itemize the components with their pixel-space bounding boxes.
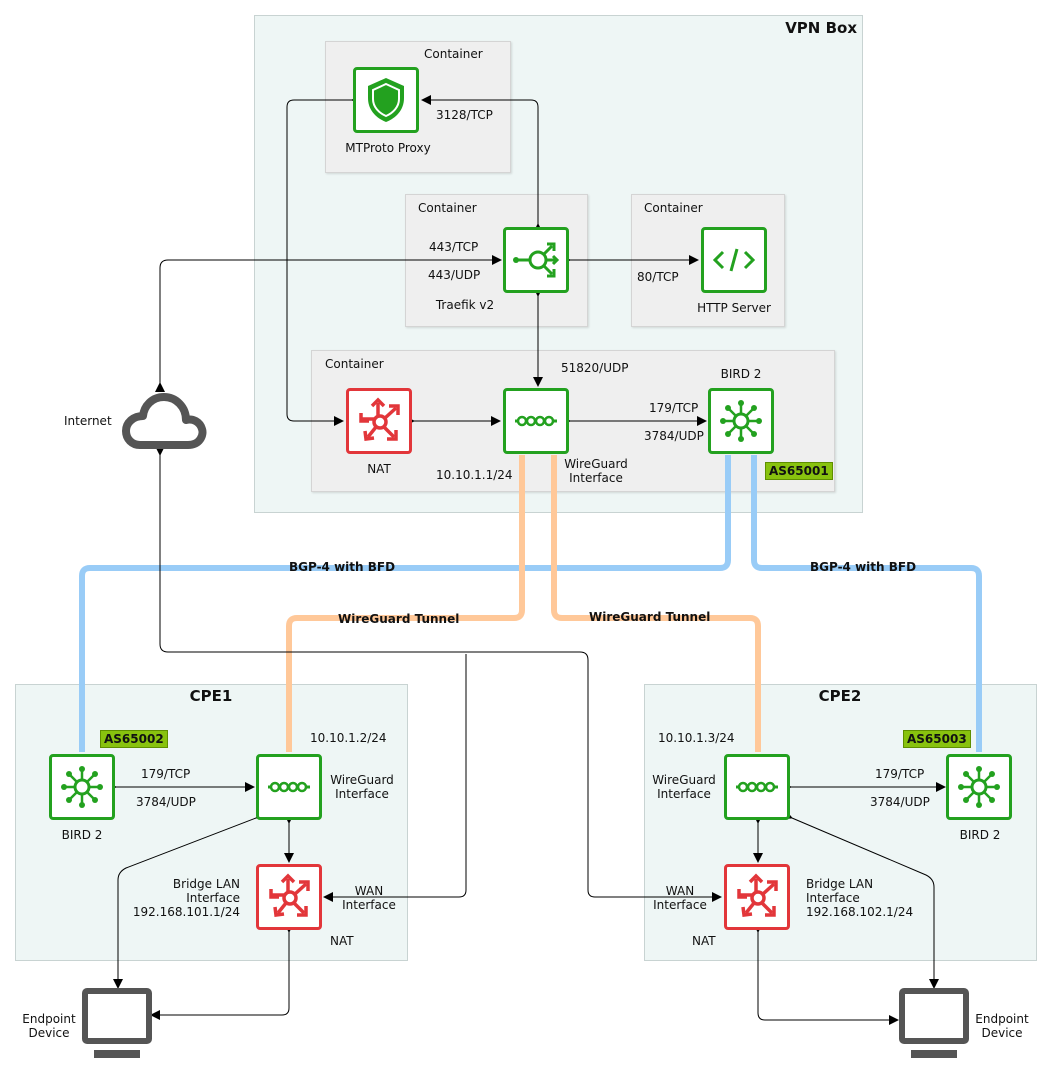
bgp-hub-icon (61, 766, 103, 808)
wireguard-node[interactable] (503, 388, 569, 454)
cpe1-endpoint-label-1: Endpoint (22, 1012, 76, 1026)
mtproto-proxy-node[interactable] (353, 67, 419, 133)
cpe1-wan-label-1: WAN (354, 884, 384, 898)
bgp-link-cpe2 (751, 455, 982, 752)
cpe2-bfd-port: 3784/UDP (870, 795, 930, 809)
cpe2-bridge-label-1: Bridge LAN (806, 877, 874, 891)
nat-icon (359, 397, 400, 441)
as-badge-vpn: AS65001 (765, 462, 833, 480)
wireguard-port: 51820/UDP (561, 361, 629, 375)
cpe1-wg-label-1: WireGuard (330, 773, 394, 787)
link-cpe2-wg-endpoint (781, 809, 939, 989)
cpe2-bridge-ip: 192.168.102.1/24 (806, 905, 914, 919)
bgp-hub-icon (720, 400, 762, 442)
cpe1-bfd-port: 3784/UDP (136, 795, 196, 809)
nat-icon (737, 873, 778, 917)
bird-bfd-port: 3784/UDP (644, 429, 704, 443)
cpe1-bird-node[interactable] (49, 754, 115, 820)
proxy-port-label: 3128/TCP (436, 108, 493, 122)
cloud-icon (122, 393, 207, 449)
cpe2-wg-label-1: WireGuard (652, 773, 716, 787)
link-cpe2-nat-endpoint (753, 923, 899, 1025)
cpe2-endpoint-label-1: Endpoint (975, 1012, 1029, 1026)
bird-bgp-port: 179/TCP (649, 401, 699, 415)
wireguard-label-2: Interface (569, 471, 623, 485)
cpe2-monitor-icon (899, 988, 969, 1058)
proxy-container-label: Container (424, 47, 483, 61)
link-cpe1-wan (323, 654, 467, 902)
http-server-label: HTTP Server (697, 301, 771, 315)
bgp-hub-icon (958, 766, 1000, 808)
cpe1-bgp-port: 179/TCP (141, 767, 191, 781)
code-icon (712, 248, 756, 272)
nat-label: NAT (367, 462, 391, 476)
wg-tunnel-cpe1 (286, 455, 525, 752)
cpe2-wg-label-2: Interface (657, 787, 711, 801)
cpe2-wg-ip: 10.10.1.3/24 (658, 731, 735, 745)
traefik-tcp-port: 443/TCP (429, 240, 479, 254)
cpe2-title: CPE2 (818, 687, 862, 705)
traefik-node[interactable] (503, 227, 569, 293)
shield-icon (368, 78, 404, 122)
internet-label: Internet (64, 414, 112, 428)
link-cpe1-wg-endpoint (113, 810, 267, 989)
link-traefik-proxy (421, 95, 543, 233)
cpe1-bridge-ip: 192.168.101.1/24 (132, 905, 240, 919)
cpe1-wg-ip: 10.10.1.2/24 (310, 731, 387, 745)
link-internet-traefik (155, 255, 502, 392)
mtproto-proxy-label: MTProto Proxy (345, 141, 431, 155)
wireguard-icon (515, 415, 557, 427)
bird-node[interactable] (708, 388, 774, 454)
bgp-label-right: BGP-4 with BFD (810, 560, 917, 574)
cpe1-endpoint-label-2: Device (28, 1026, 70, 1040)
nat-icon (269, 873, 310, 917)
cpe1-nat-node[interactable] (256, 864, 322, 930)
nat-node[interactable] (346, 388, 412, 454)
cpe2-wan-label-2: Interface (653, 898, 707, 912)
wireguard-icon (268, 781, 310, 793)
cpe2-nat-label: NAT (692, 934, 716, 948)
bgp-link-cpe1 (79, 455, 731, 752)
cpe2-bird-label: BIRD 2 (959, 828, 1001, 842)
link-internet-cpe2-wan (155, 446, 722, 902)
cpe1-bird-label: BIRD 2 (61, 828, 103, 842)
traefik-udp-port: 443/UDP (428, 268, 481, 282)
http-server-node[interactable] (701, 227, 767, 293)
cpe1-monitor-icon (82, 988, 152, 1058)
http-port-label: 80/TCP (637, 270, 679, 284)
vpn-box-title: VPN Box (785, 19, 857, 37)
wireguard-label-1: WireGuard (564, 457, 628, 471)
cpe2-wan-label-1: WAN (665, 884, 695, 898)
cpe1-bridge-label-2: Interface (186, 891, 240, 905)
cpe1-wireguard-node[interactable] (256, 754, 322, 820)
as-badge-cpe2: AS65003 (903, 730, 971, 748)
cpe2-bgp-port: 179/TCP (875, 767, 925, 781)
cpe1-wg-label-2: Interface (335, 787, 389, 801)
as-badge-cpe1: AS65002 (100, 730, 168, 748)
cpe2-bird-node[interactable] (946, 754, 1012, 820)
cpe2-nat-node[interactable] (724, 864, 790, 930)
cpe1-wan-label-2: Interface (342, 898, 396, 912)
router-icon (513, 242, 560, 278)
bird-label: BIRD 2 (720, 367, 762, 381)
bgp-label-left: BGP-4 with BFD (289, 560, 396, 574)
link-cpe1-nat-endpoint (150, 923, 294, 1020)
wireguard-ip: 10.10.1.1/24 (436, 468, 513, 482)
http-container-label: Container (644, 201, 703, 215)
wg-tunnel-label-right: WireGuard Tunnel (589, 610, 711, 624)
traefik-label: Traefik v2 (435, 298, 495, 312)
cpe1-nat-label: NAT (330, 934, 354, 948)
cpe2-wireguard-node[interactable] (724, 754, 790, 820)
link-proxy-nat (286, 95, 361, 426)
cpe2-endpoint-label-2: Device (981, 1026, 1023, 1040)
cpe2-bridge-label-2: Interface (806, 891, 860, 905)
wireguard-icon (736, 781, 778, 793)
cpe1-bridge-label-1: Bridge LAN (172, 877, 240, 891)
wg-tunnel-label-left: WireGuard Tunnel (338, 612, 460, 626)
